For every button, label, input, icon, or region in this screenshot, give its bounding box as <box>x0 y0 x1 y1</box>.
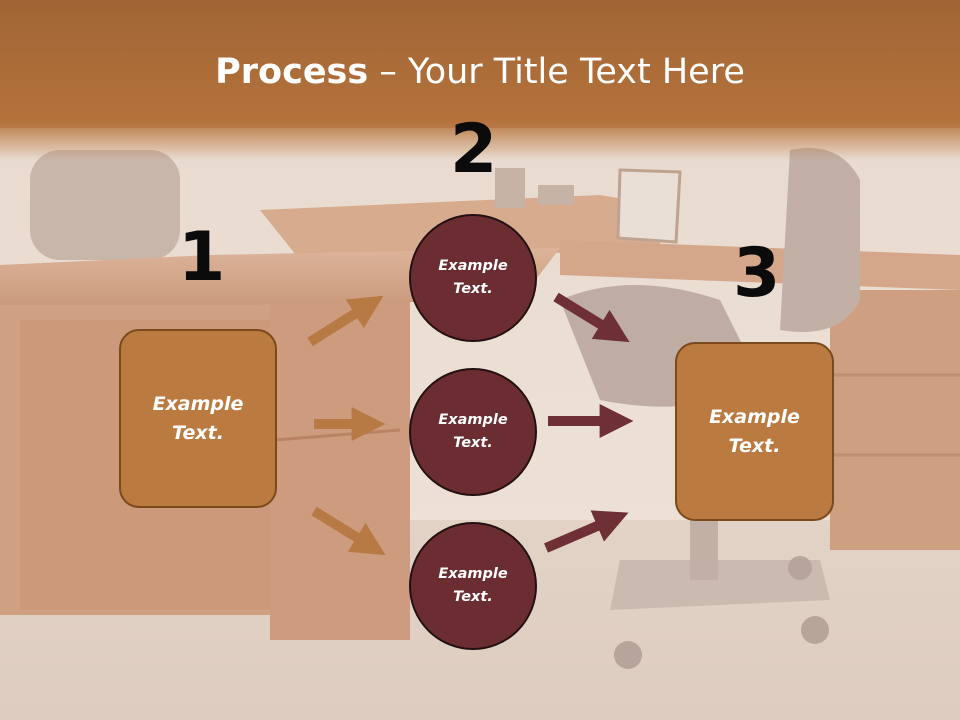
step-2-circle-middle[interactable]: Example Text. <box>409 368 537 496</box>
step-number-1: 1 <box>178 218 226 297</box>
step-number-2: 2 <box>450 110 498 189</box>
step-number-3: 3 <box>733 234 781 313</box>
step-2-circle-top[interactable]: Example Text. <box>409 214 537 342</box>
slide-title: Process – Your Title Text Here <box>0 52 960 92</box>
arrow-2a-to-3 <box>553 292 630 343</box>
arrow-2c-to-3 <box>544 510 629 553</box>
step-3-box[interactable]: Example Text. <box>675 342 834 521</box>
title-bold: Process <box>215 52 369 92</box>
step-2-circle-bottom[interactable]: Example Text. <box>409 522 537 650</box>
arrow-1-to-2a <box>307 295 384 347</box>
title-rest: – Your Title Text Here <box>368 52 745 92</box>
arrow-1-to-2c <box>311 506 386 556</box>
step-2-circle-middle-text: Example Text. <box>438 412 508 451</box>
step-1-box[interactable]: Example Text. <box>119 329 277 508</box>
step-2-circle-top-text: Example Text. <box>438 258 508 297</box>
step-3-text: Example Text. <box>709 405 800 457</box>
step-2-circle-bottom-text: Example Text. <box>438 566 508 605</box>
step-1-text: Example Text. <box>152 392 244 444</box>
